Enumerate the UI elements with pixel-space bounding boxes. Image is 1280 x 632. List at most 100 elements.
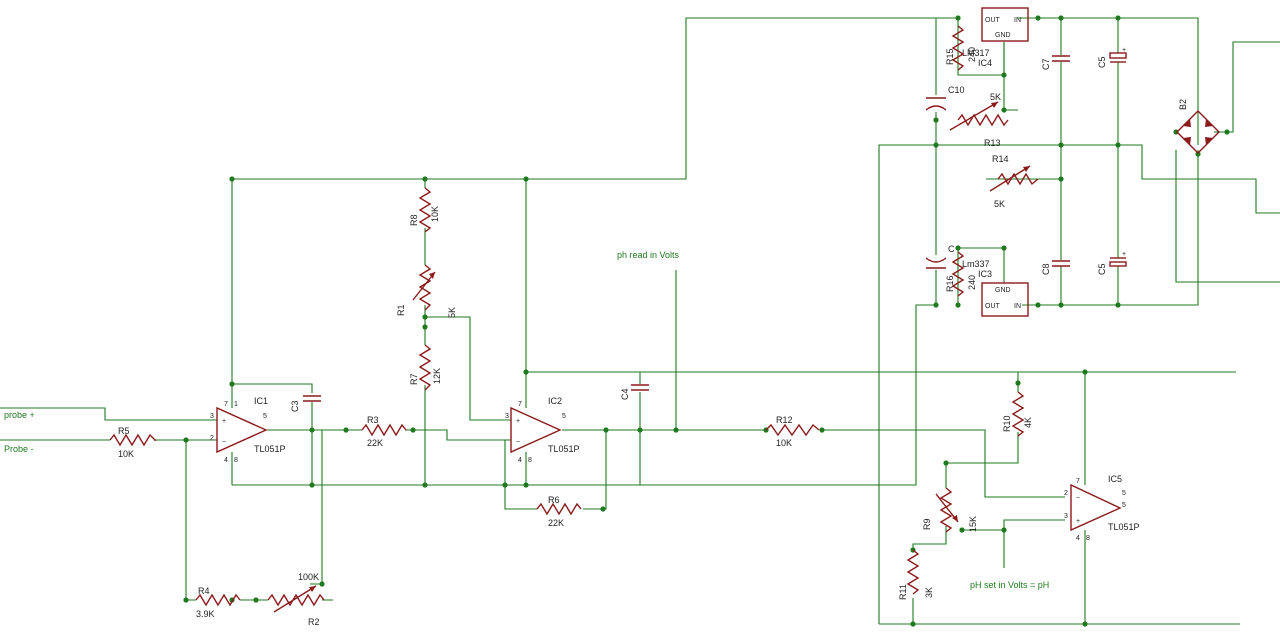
resistor-r14-arrow <box>1023 166 1030 172</box>
opamp-ic1-plus: + <box>222 418 226 425</box>
capacitor-c11-name: C <box>948 244 955 254</box>
regulator-ic3-gnd: GND <box>995 287 1011 294</box>
resistor-r16-name: R16 <box>945 275 955 292</box>
net-label-probe-plus: probe + <box>4 410 35 420</box>
resistor-r10-value: 4K <box>1023 417 1033 428</box>
resistor-r7-symbol <box>418 344 432 391</box>
wire-bridge-bottom <box>1175 150 1280 283</box>
resistor-r14-name: R14 <box>992 154 1009 164</box>
resistor-r16-value: 240 <box>967 275 977 290</box>
diode-icon <box>1183 119 1191 127</box>
resistor-r7-name: R7 <box>409 373 419 385</box>
regulator-ic3-out: OUT <box>985 303 1001 310</box>
pin-label: 8 <box>1086 535 1090 542</box>
pin-label: 4 <box>518 457 522 464</box>
regulator-ic3-name: IC3 <box>978 269 992 279</box>
pin-label: 5 <box>1122 502 1126 509</box>
opamp-ic2-minus: − <box>516 439 520 446</box>
junction <box>183 597 189 603</box>
resistor-r7-value: 12K <box>432 368 442 384</box>
wire-neg-rail <box>232 304 936 486</box>
pin-label: 3 <box>505 413 509 420</box>
wire-r6 <box>504 430 607 510</box>
resistor-r12-symbol <box>765 423 820 437</box>
capacitor-c5a-name: C5 <box>1097 56 1107 68</box>
regulator-ic3: GND OUT IN Lm337 IC3 <box>962 259 1029 317</box>
resistor-r15-name: R15 <box>945 48 955 65</box>
resistor-r9-symbol <box>935 487 959 533</box>
regulator-ic3-value: Lm337 <box>962 259 990 269</box>
wire-r9-wiper <box>962 519 1065 531</box>
junction <box>523 482 529 488</box>
regulator-ic4-in: IN <box>1014 17 1021 24</box>
diode-icon <box>1183 137 1191 145</box>
junction <box>229 381 235 387</box>
capacitor-c7-name: C7 <box>1041 58 1051 70</box>
junction <box>1035 302 1041 308</box>
net-label-probe-minus: Probe - <box>4 444 34 454</box>
wire-r9 <box>912 526 947 624</box>
net-label-ph-read: ph read in Volts <box>617 250 680 260</box>
capacitor-c3-name: C3 <box>290 400 300 412</box>
resistor-r2-name: R2 <box>308 617 320 627</box>
resistor-r2-symbol <box>267 585 325 613</box>
junction <box>1001 72 1007 78</box>
junction <box>1115 15 1121 21</box>
junction <box>422 176 428 182</box>
resistor-r4-name: R4 <box>198 586 210 596</box>
resistor-r9-value: 15K <box>968 516 978 532</box>
resistor-r12-value: 10K <box>776 438 792 448</box>
opamp-ic2-name: IC2 <box>548 396 562 406</box>
junction <box>229 176 235 182</box>
wire-reg-in-bottom <box>1022 150 1199 306</box>
pin-label: 3 <box>210 413 214 420</box>
opamp-ic2-value: TL051P <box>548 444 580 454</box>
junction <box>410 427 416 433</box>
capacitor-c5b-polarity: + <box>1122 251 1126 258</box>
junction <box>1224 129 1230 135</box>
resistor-r5-symbol <box>109 433 157 447</box>
opamp-ic5-body <box>1070 483 1122 532</box>
resistor-r4-value: 3.9K <box>196 609 215 619</box>
opamp-ic2: + − IC2 TL051P 7 5 3 4 8 <box>505 396 580 464</box>
net-labels: probe + Probe - ph read in Volts pH set … <box>4 250 1049 590</box>
resistor-r9-arrow <box>952 515 958 522</box>
junction <box>819 427 825 433</box>
resistor-r6-symbol <box>536 502 582 516</box>
resistor-r2-arrow <box>309 586 316 592</box>
capacitor-c7-symbol <box>1052 55 1070 62</box>
pin-label: 4 <box>1076 535 1080 542</box>
junction <box>343 427 349 433</box>
regulator-ic4-out: OUT <box>985 17 1001 24</box>
pin-label: 5 <box>1122 490 1126 497</box>
pin-label: 5 <box>263 413 267 420</box>
junction <box>309 427 315 433</box>
junction <box>1001 245 1007 251</box>
resistor-r15-symbol <box>951 25 965 71</box>
resistor-r5-value: 10K <box>118 449 134 459</box>
resistor-r1-value: 5K <box>447 307 457 318</box>
junction <box>319 581 325 587</box>
pin-label: 7 <box>224 401 228 408</box>
resistor-r9-name: R9 <box>922 518 932 530</box>
pin-label: 2 <box>1064 490 1068 497</box>
opamp-ic5-minus: − <box>1076 495 1080 502</box>
wire-ic1-vcc <box>231 179 313 485</box>
junction <box>422 482 428 488</box>
pin-label: 8 <box>528 457 532 464</box>
junction <box>1058 302 1064 308</box>
junction <box>1173 129 1179 135</box>
wire-bridge-right <box>1214 41 1280 133</box>
wire-probe-plus <box>0 407 217 421</box>
junction <box>422 314 428 320</box>
pin-label: 5 <box>562 413 566 420</box>
resistor-r15-value: 240 <box>967 47 977 62</box>
junction <box>637 427 643 433</box>
opamp-ic1: + − IC1 TL051P 7 1 5 3 2 4 8 <box>210 396 286 464</box>
regulator-ic4-name: IC4 <box>978 58 992 68</box>
capacitors: C3 C4 C10 C C7 C8 + C5 + C5 <box>290 47 1127 412</box>
junction <box>1082 369 1088 375</box>
opamp-ic1-value: TL051P <box>254 444 286 454</box>
resistor-r1-arrow <box>429 272 435 279</box>
